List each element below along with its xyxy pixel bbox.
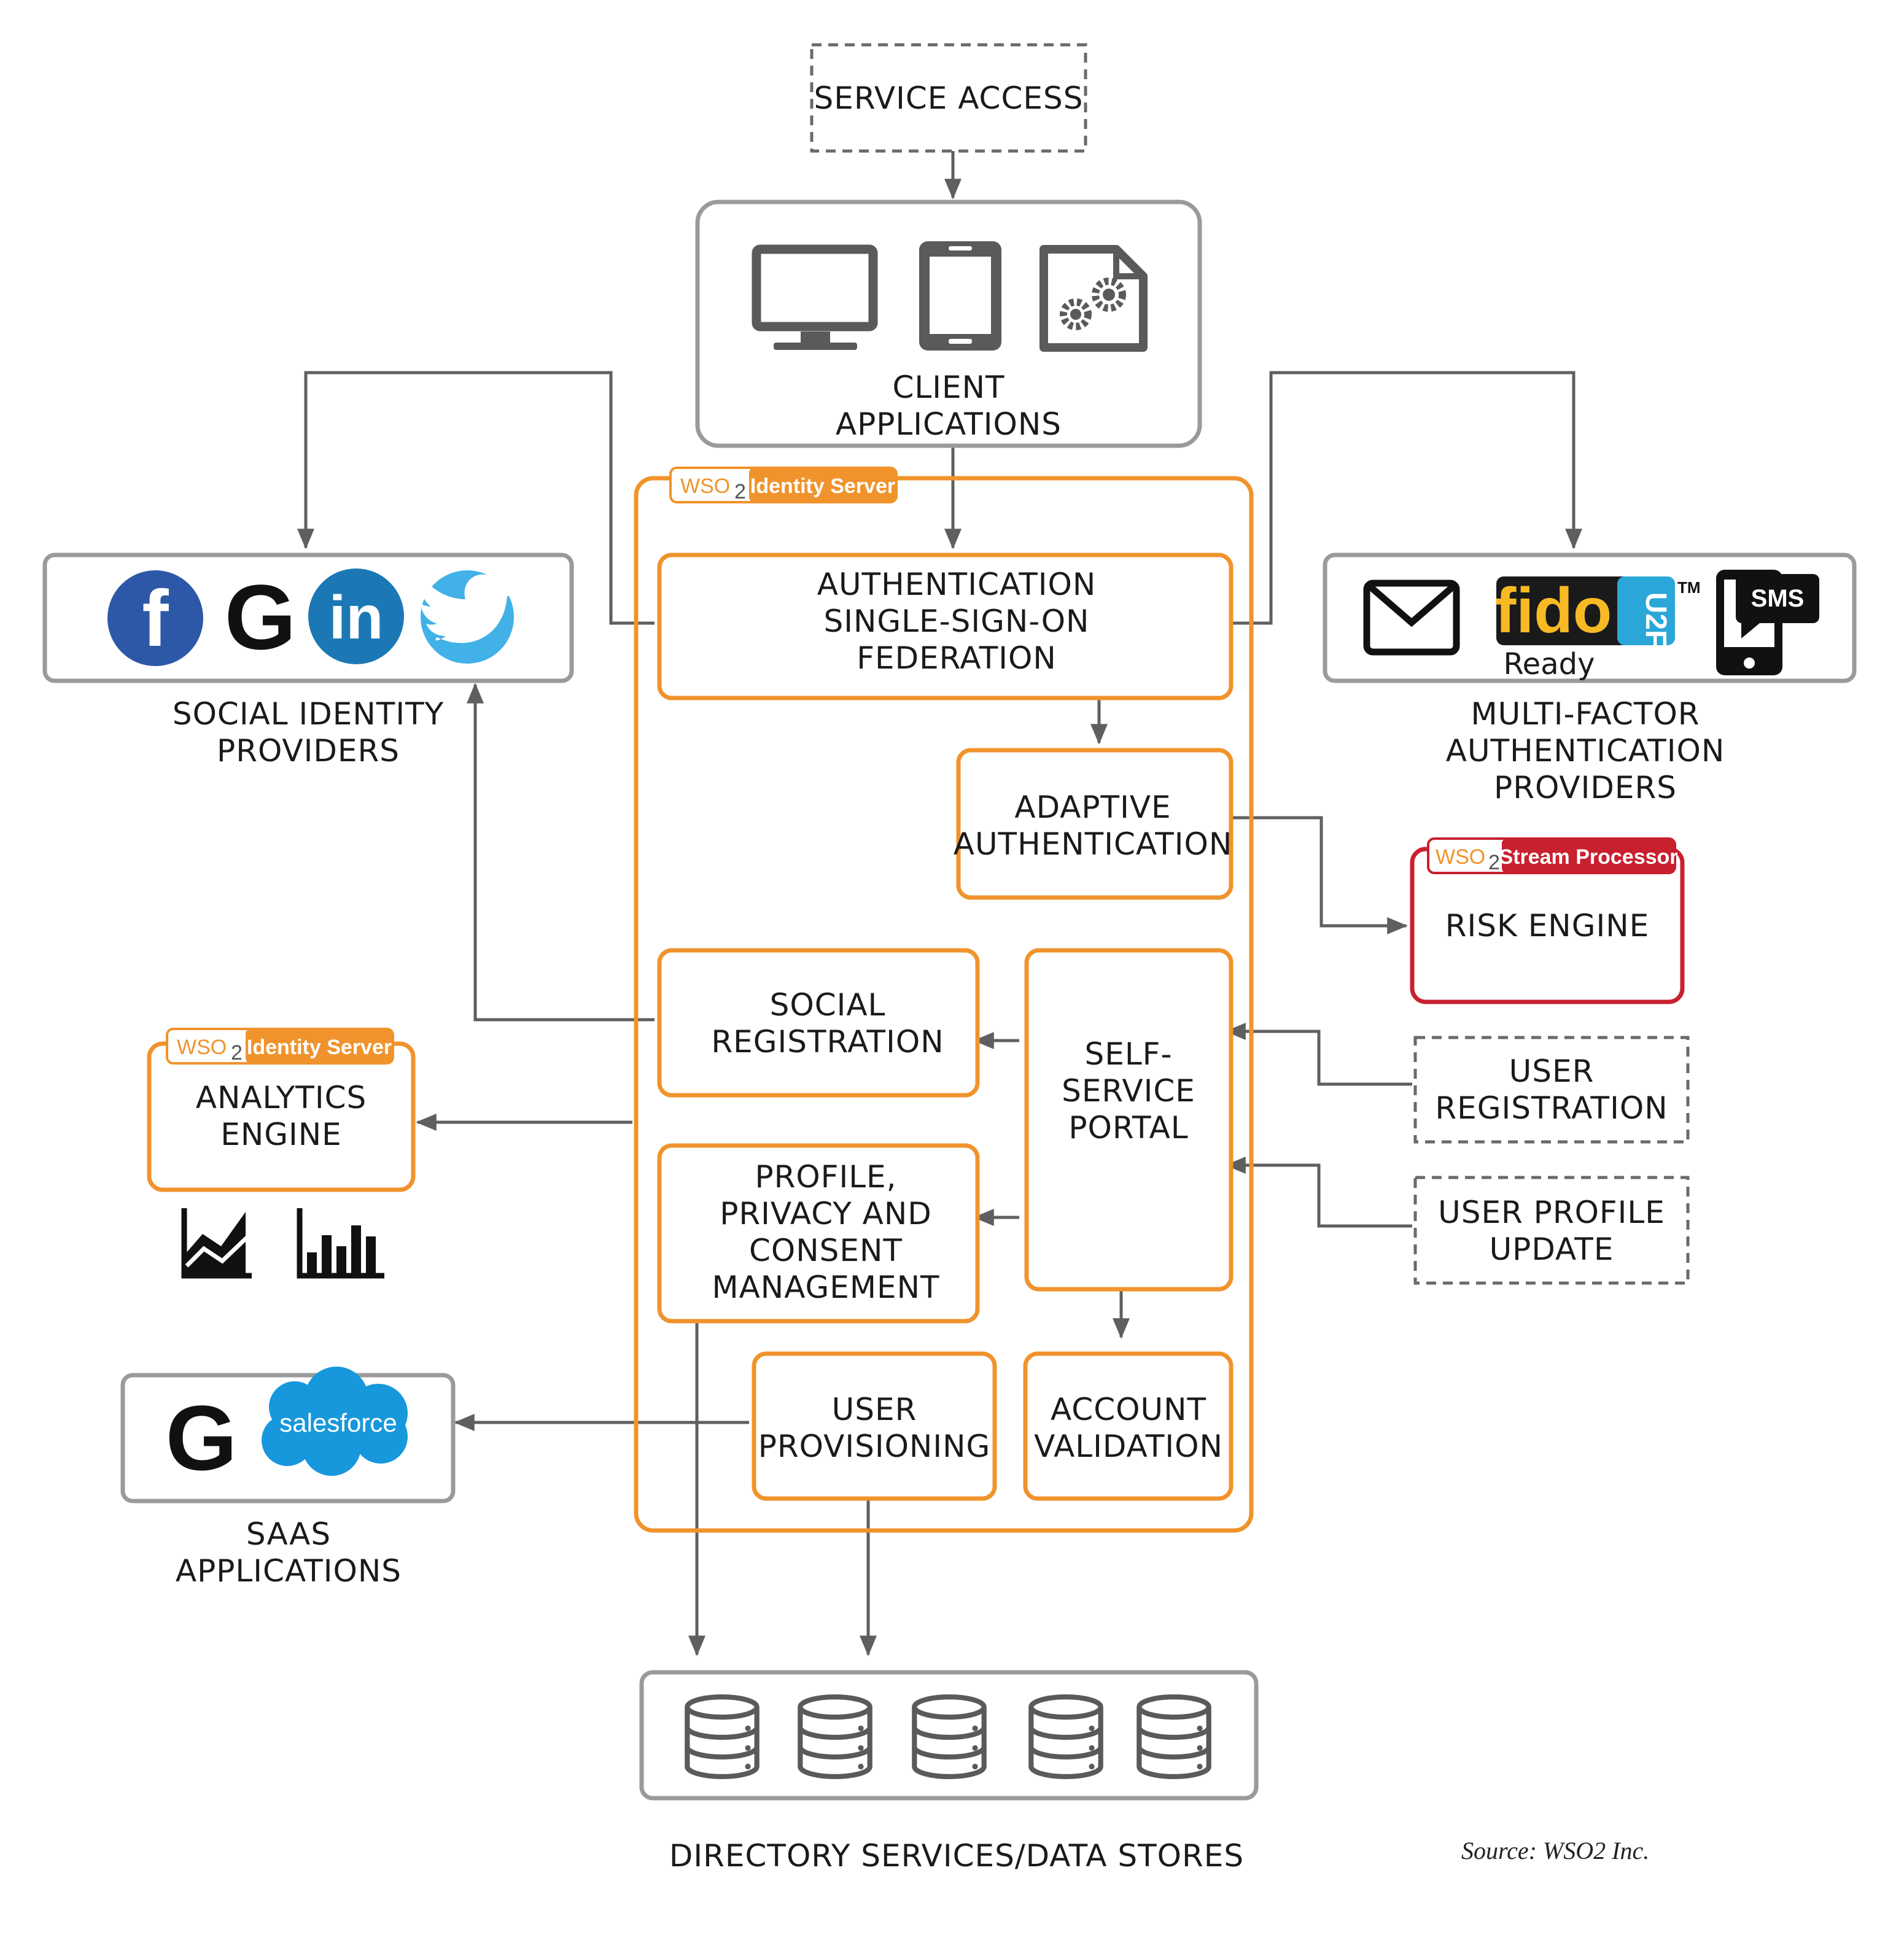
facebook-glyph: f (142, 573, 169, 663)
analytics-identity-server-badge: WSO 2 Identity Server (166, 1028, 394, 1065)
bar-chart-icon (297, 1208, 384, 1279)
fido-word: fido (1495, 575, 1612, 646)
connector-socialreg-to-idp (467, 683, 655, 1022)
twitter-icon (421, 570, 518, 664)
fido-u2f: U2F (1639, 592, 1672, 648)
social-idp-label-line-2: PROVIDERS (217, 733, 400, 769)
user-profile-update-label-line-2: UPDATE (1490, 1232, 1614, 1267)
analytics-engine-box: WSO 2 Identity Server ANALYTICS ENGINE (147, 1028, 416, 1192)
user-registration-label-line-2: REGISTRATION (1435, 1090, 1668, 1126)
social-registration-label-line-1: SOCIAL (770, 987, 886, 1023)
identity-server-badge-2: 2 (734, 480, 746, 503)
user-profile-update-box: USER PROFILE UPDATE (1413, 1176, 1690, 1285)
google-icon: G (225, 565, 297, 669)
user-provisioning-label-line-1: USER (832, 1392, 917, 1427)
linkedin-glyph: in (329, 583, 384, 652)
mfa-label-line-3: PROVIDERS (1494, 770, 1677, 805)
email-icon (1363, 580, 1460, 656)
adaptive-label-line-2: AUTHENTICATION (954, 826, 1233, 862)
tablet-icon (919, 241, 1001, 351)
google-glyph: G (225, 565, 297, 669)
google-icon: G (166, 1386, 238, 1489)
profile-privacy-consent-box: PROFILE, PRIVACY AND CONSENT MANAGEMENT (657, 1143, 980, 1324)
connector-profileupdate-to-selfservice (1225, 1157, 1412, 1228)
facebook-icon: f (107, 570, 203, 666)
risk-engine-box: WSO 2 Stream Processor RISK ENGINE (1410, 837, 1685, 1004)
account-validation-box: ACCOUNT VALIDATION (1023, 1351, 1234, 1501)
social-registration-label-line-2: REGISTRATION (711, 1024, 944, 1060)
saas-applications-box: G salesforce SAAS APPLICATIONS (120, 1367, 456, 1589)
authentication-label-line-3: FEDERATION (857, 640, 1057, 676)
stream-badge-name: Stream Processor (1499, 845, 1677, 869)
authentication-label-line-1: AUTHENTICATION (817, 567, 1097, 602)
desktop-icon (752, 244, 878, 350)
saas-google-glyph: G (166, 1386, 238, 1489)
connector-userreg-to-selfservice (1225, 1023, 1412, 1086)
self-service-label-line-2: SERVICE (1062, 1073, 1195, 1109)
analytics-badge-2: 2 (231, 1041, 243, 1065)
analytics-label-line-1: ANALYTICS (196, 1080, 367, 1115)
sms-phone-icon: SMS (1716, 570, 1819, 675)
profile-label-line-3: CONSENT (749, 1233, 903, 1268)
mfa-label-line-2: AUTHENTICATION (1446, 733, 1725, 769)
self-service-portal-box: SELF- SERVICE PORTAL (1024, 948, 1234, 1292)
saas-label-line-1: SAAS (246, 1516, 331, 1552)
social-idp-label-line-1: SOCIAL IDENTITY (173, 696, 444, 732)
identity-server-container: WSO 2 Identity Server (634, 467, 1254, 1533)
stream-badge-2: 2 (1488, 851, 1500, 874)
service-access-box: SERVICE ACCESS (810, 43, 1087, 153)
connector-auth-to-social-idp (297, 371, 655, 625)
service-access-label: SERVICE ACCESS (814, 80, 1084, 116)
mfa-providers-box: fido U2F TM Ready SMS MULTI-FACTOR AUTHE… (1323, 553, 1857, 805)
connectors (297, 151, 1582, 1656)
adaptive-authentication-box: ADAPTIVE AUTHENTICATION (954, 748, 1234, 900)
user-registration-box: USER REGISTRATION (1413, 1036, 1690, 1144)
profile-label-line-4: MANAGEMENT (712, 1270, 939, 1305)
fido-ready-label: Ready (1503, 647, 1595, 681)
fido-tm: TM (1677, 578, 1701, 597)
analytics-label-line-2: ENGINE (220, 1117, 341, 1152)
sms-label: SMS (1751, 585, 1805, 612)
client-applications-label-line-2: APPLICATIONS (836, 406, 1062, 442)
analytics-badge-wso: WSO (177, 1036, 227, 1059)
user-provisioning-label-line-2: PROVISIONING (758, 1429, 990, 1464)
social-registration-box: SOCIAL REGISTRATION (657, 948, 980, 1098)
mfa-label-line-1: MULTI-FACTOR (1471, 696, 1700, 732)
area-chart-icon (181, 1208, 252, 1279)
salesforce-icon: salesforce (262, 1367, 408, 1476)
saas-label-line-2: APPLICATIONS (176, 1553, 402, 1589)
client-applications-label-line-1: CLIENT (892, 370, 1004, 405)
salesforce-wordmark: salesforce (279, 1408, 397, 1437)
linkedin-icon: in (308, 568, 404, 664)
connector-auth-to-mfa (1226, 371, 1582, 625)
stream-processor-badge: WSO 2 Stream Processor (1427, 837, 1678, 874)
client-applications-box: CLIENT APPLICATIONS (695, 200, 1202, 448)
self-service-label-line-1: SELF- (1085, 1036, 1173, 1072)
self-service-label-line-3: PORTAL (1068, 1110, 1188, 1146)
connector-adaptive-to-risk (1227, 816, 1408, 934)
stream-badge-wso: WSO (1436, 845, 1485, 869)
identity-server-badge-name: Identity Server (750, 475, 895, 498)
analytics-badge-name: Identity Server (247, 1036, 392, 1059)
fido-u2f-logo: fido U2F TM Ready (1495, 575, 1701, 681)
social-identity-providers-box: f G in SOCIAL IDENTITY PROVIDERS (42, 553, 574, 769)
identity-server-badge-wso: WSO (680, 475, 730, 498)
profile-label-line-1: PROFILE, (755, 1159, 896, 1195)
profile-label-line-2: PRIVACY AND (720, 1196, 932, 1232)
data-stores-label: DIRECTORY SERVICES/DATA STORES (669, 1838, 1244, 1874)
authentication-box: AUTHENTICATION SINGLE-SIGN-ON FEDERATION (657, 553, 1234, 700)
source-caption: Source: WSO2 Inc. (1461, 1837, 1649, 1864)
adaptive-label-line-1: ADAPTIVE (1014, 789, 1171, 825)
user-provisioning-box: USER PROVISIONING (752, 1351, 997, 1501)
directory-services-box: DIRECTORY SERVICES/DATA STORES (639, 1670, 1259, 1874)
account-validation-label-line-2: VALIDATION (1034, 1429, 1223, 1464)
account-validation-label-line-1: ACCOUNT (1051, 1392, 1207, 1427)
user-profile-update-label-line-1: USER PROFILE (1438, 1195, 1665, 1230)
identity-server-badge: WSO 2 Identity Server (669, 467, 898, 503)
authentication-label-line-2: SINGLE-SIGN-ON (824, 603, 1090, 639)
risk-engine-label: RISK ENGINE (1445, 908, 1649, 944)
settings-document-icon (1039, 245, 1148, 352)
user-registration-label-line-1: USER (1509, 1053, 1595, 1089)
